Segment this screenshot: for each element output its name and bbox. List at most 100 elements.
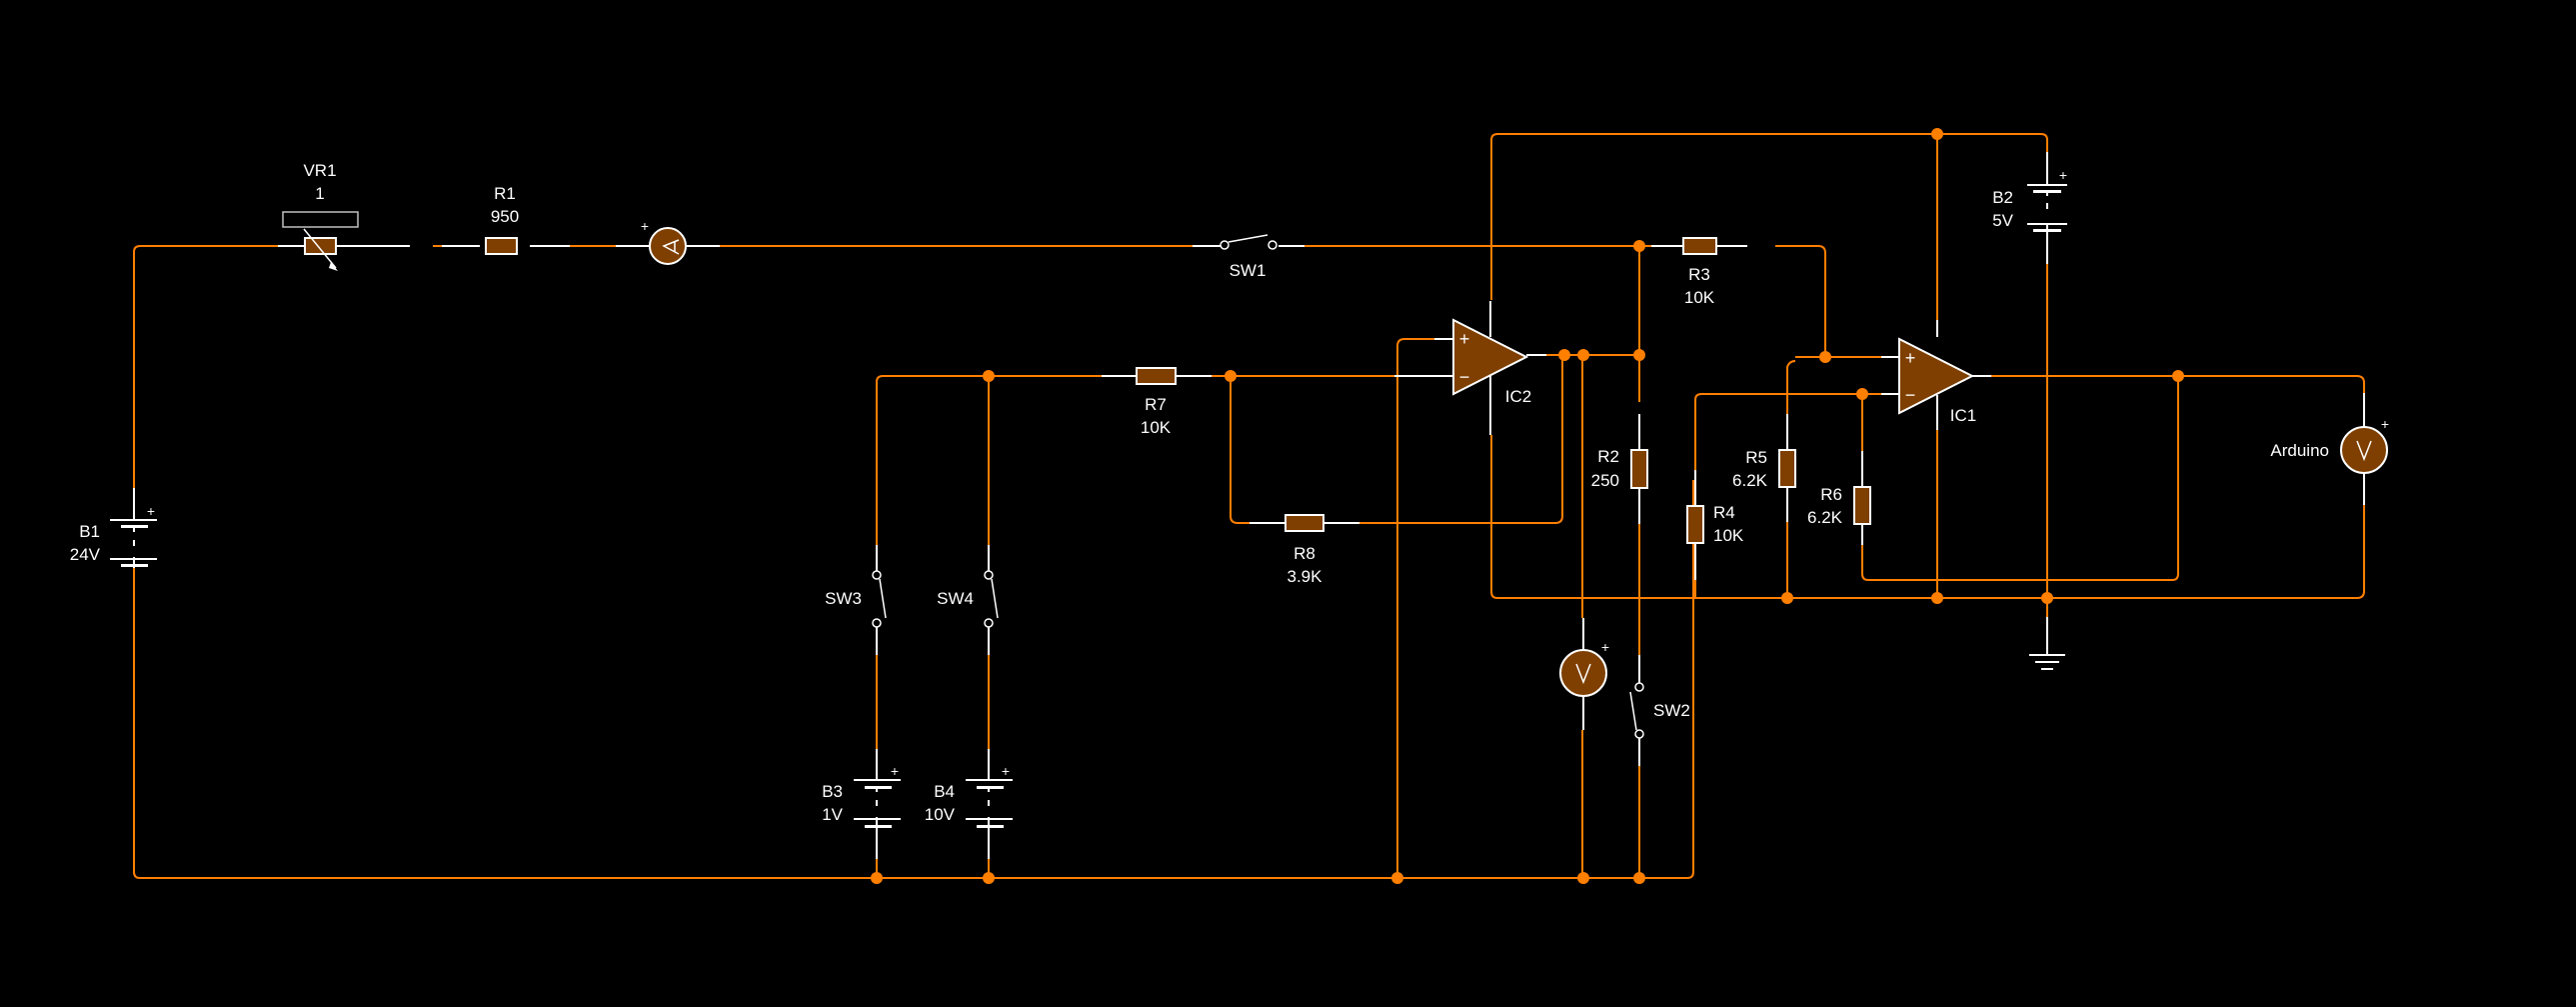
junction — [1856, 388, 1868, 400]
battery-plate — [865, 825, 892, 828]
potentiometer-slider-box — [282, 211, 359, 228]
junction — [1633, 349, 1645, 361]
wire-r4-top — [1694, 393, 1881, 470]
r4-name: R4 — [1713, 503, 1735, 522]
component-r2[interactable]: R2 250 — [1591, 414, 1648, 524]
r4-value: 10K — [1713, 526, 1744, 545]
wire-r8-right — [1359, 355, 1563, 524]
battery-plate — [121, 564, 148, 567]
ic1-minus-label: − — [1905, 385, 1916, 405]
ammeter-body — [649, 227, 687, 265]
sw3-name: SW3 — [825, 589, 862, 608]
component-r5[interactable]: R5 6.2K — [1732, 414, 1796, 522]
switch-lever — [1228, 234, 1269, 243]
vr1-name: VR1 — [303, 161, 336, 180]
switch-contact — [1634, 682, 1644, 692]
junction — [1633, 872, 1645, 884]
switch-lever — [879, 578, 887, 619]
component-ammeter[interactable]: + — [616, 218, 720, 265]
component-b3[interactable]: + B3 1V — [822, 749, 901, 878]
resistor-body — [1136, 367, 1177, 385]
junction — [1577, 872, 1589, 884]
switch-contact — [1268, 240, 1278, 250]
resistor-body — [485, 237, 518, 255]
b1-name: B1 — [79, 522, 100, 541]
wire-r6-bottom — [1861, 376, 2179, 581]
wire-b1-bottom — [133, 480, 1694, 879]
battery-plate — [121, 525, 148, 528]
switch-contact — [1634, 729, 1644, 739]
sw4-name: SW4 — [937, 589, 974, 608]
resistor-body — [1682, 237, 1717, 255]
component-vr1[interactable]: VR1 1 — [278, 161, 365, 271]
resistor-body — [1630, 449, 1648, 489]
wire-sw3-top — [876, 375, 1102, 545]
b2-name: B2 — [1992, 188, 2013, 207]
component-sw1[interactable]: SW1 — [1193, 234, 1304, 280]
wire-b1-top — [133, 245, 278, 490]
switch-contact — [872, 618, 882, 628]
voltmeter-v-icon — [2356, 440, 2372, 462]
voltmeter-body — [2340, 426, 2388, 474]
b2-value: 5V — [1992, 211, 2013, 230]
component-b1[interactable]: + B1 24V — [70, 488, 157, 568]
component-b4[interactable]: + B4 10V — [925, 749, 1013, 878]
component-r8[interactable]: R8 3.9K — [1250, 514, 1359, 586]
r6-value: 6.2K — [1807, 508, 1843, 527]
arduino-polarity: + — [2381, 416, 2389, 432]
ic1-plus-label: + — [1905, 348, 1916, 368]
battery-plate — [865, 786, 892, 789]
battery-plate — [2033, 190, 2061, 193]
r2-value: 250 — [1591, 471, 1619, 490]
ground-symbol — [2029, 617, 2065, 670]
component-r4[interactable]: R4 10K — [1686, 470, 1744, 580]
r3-name: R3 — [1688, 265, 1710, 284]
switch-contact — [872, 570, 882, 580]
component-r1[interactable]: R1 950 — [365, 184, 570, 255]
switch-contact — [984, 570, 994, 580]
wire-r3-ic1plus — [1775, 245, 1826, 354]
r7-name: R7 — [1145, 395, 1167, 414]
switch-contact — [1220, 240, 1230, 250]
vr1-value: 1 — [315, 184, 324, 203]
potentiometer-body — [304, 237, 337, 255]
b3-polarity: + — [891, 763, 899, 779]
r5-value: 6.2K — [1732, 471, 1768, 490]
component-b2[interactable]: + B2 5V — [1992, 152, 2067, 264]
junction — [1225, 370, 1237, 382]
junction — [1819, 351, 1831, 363]
r6-name: R6 — [1820, 485, 1842, 504]
component-sw4[interactable]: SW4 — [937, 545, 999, 749]
r2-name: R2 — [1597, 447, 1619, 466]
component-sw2[interactable]: SW2 — [1629, 655, 1690, 766]
r8-value: 3.9K — [1288, 567, 1323, 586]
b3-value: 1V — [822, 805, 843, 824]
battery-plate — [977, 786, 1004, 789]
junctions — [871, 128, 2184, 884]
sw2-name: SW2 — [1653, 701, 1690, 720]
wire-gnd-rail — [2047, 505, 2365, 599]
battery-plate — [977, 825, 1004, 828]
component-r7[interactable]: R7 10K — [1102, 367, 1212, 437]
component-arduino-voltmeter[interactable]: + Arduino — [2270, 393, 2389, 505]
component-ic2[interactable]: + − IC2 — [1394, 301, 1546, 435]
ic2-plus-label: + — [1459, 329, 1470, 349]
battery-plate — [2033, 229, 2061, 232]
component-sw3[interactable]: SW3 — [825, 545, 887, 749]
component-r6[interactable]: R6 6.2K — [1807, 451, 1871, 545]
junction — [983, 370, 995, 382]
component-voltmeter[interactable]: + — [1559, 618, 1609, 730]
component-r3[interactable]: R3 10K — [1651, 237, 1747, 307]
b3-name: B3 — [822, 782, 843, 801]
voltmeter-v-icon — [1575, 663, 1591, 685]
voltmeter-body — [1559, 649, 1607, 697]
r1-value: 950 — [491, 207, 519, 226]
arduino-label: Arduino — [2270, 441, 2329, 460]
opamp-body — [1898, 337, 1975, 415]
junction — [1391, 872, 1403, 884]
r5-name: R5 — [1745, 448, 1767, 467]
component-ic1[interactable]: + − IC1 — [1881, 320, 1991, 430]
resistor-body — [1285, 514, 1324, 532]
r7-value: 10K — [1141, 418, 1172, 437]
